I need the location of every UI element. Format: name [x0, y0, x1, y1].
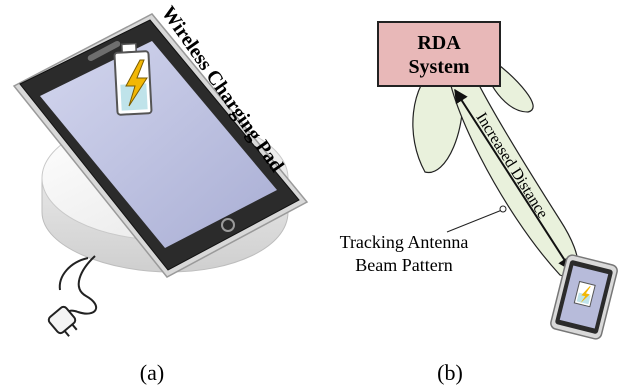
panel-a: Wireless Charging Pad (a) [12, 2, 309, 385]
rda-system-box: RDA System [377, 21, 501, 87]
beam-label-line1: Tracking Antenna [340, 232, 469, 252]
smartphone-icon [12, 13, 309, 278]
rda-system-line1: RDA [417, 32, 461, 54]
power-plug-icon [47, 255, 98, 337]
beam-label-line2: Beam Pattern [355, 255, 452, 275]
caption-a: (a) [140, 360, 164, 385]
distance-arrow-icon [454, 88, 572, 272]
beam-label-marker [499, 205, 507, 213]
panel-b: RDA System Increased Distance Tracking A… [340, 21, 618, 385]
rda-system-line2: System [408, 56, 469, 78]
caption-b: (b) [437, 360, 463, 385]
battery-charging-icon [113, 42, 153, 116]
smartphone-icon-small [550, 254, 618, 340]
beam-label-leader [446, 209, 503, 233]
